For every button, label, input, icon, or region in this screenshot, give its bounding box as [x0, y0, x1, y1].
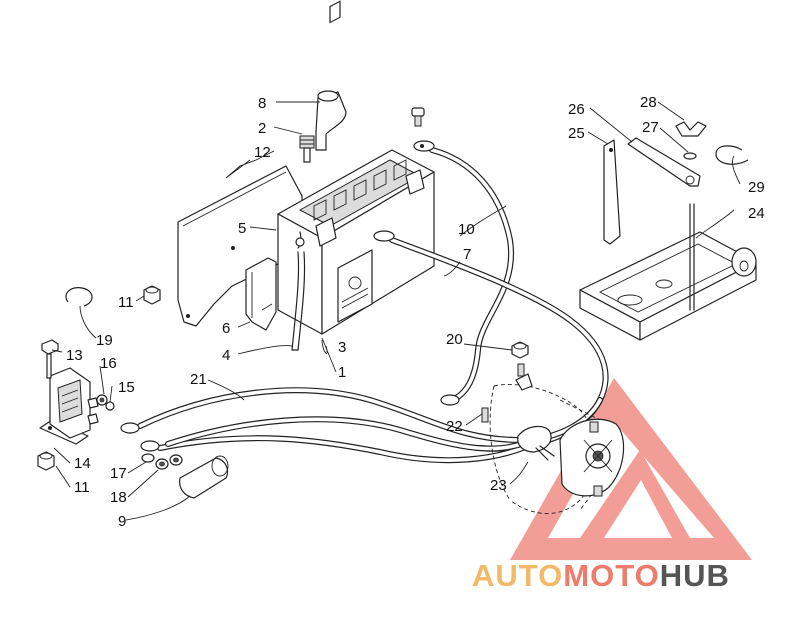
solenoid-boot: [179, 455, 229, 499]
callout-6: 6: [222, 320, 230, 337]
callout-27: 27: [642, 119, 659, 136]
callout-20: 20: [446, 331, 463, 348]
wing-nut: [675, 121, 707, 137]
callout-26: 26: [568, 101, 585, 118]
callout-12: 12: [254, 144, 271, 161]
callout-2: 2: [258, 120, 266, 137]
cable-5: [295, 231, 305, 249]
callout-24: 24: [748, 205, 765, 222]
terminal-post-22: [481, 363, 533, 423]
clip-ring-29: [715, 145, 749, 165]
watermark-wordmark: AUTOMOTOHUB: [472, 558, 730, 593]
nut-16: [96, 394, 108, 406]
terminal-bolt: [299, 135, 315, 163]
cable-screw: [411, 107, 425, 127]
callout-19: 19: [96, 332, 113, 349]
callout-4: 4: [222, 347, 230, 364]
callout-5: 5: [238, 220, 246, 237]
callout-14: 14: [74, 455, 91, 472]
starter-motor-outline: [489, 384, 625, 514]
callout-15: 15: [118, 379, 135, 396]
callout-22: 22: [446, 418, 463, 435]
battery: [277, 0, 435, 351]
hold-down-arm: [627, 137, 701, 187]
callout-3: 3: [338, 339, 346, 356]
washer-17: [141, 453, 155, 463]
terminal-boot: [315, 90, 347, 151]
nut-18: [155, 454, 183, 470]
washer-15: [105, 401, 115, 411]
solenoid-bolt: [41, 339, 59, 379]
callout-17: 17: [110, 465, 127, 482]
fuse-holder-23: [517, 425, 555, 461]
callout-8: 8: [258, 95, 266, 112]
callout-11-upper: 11: [118, 294, 134, 311]
leader-lines: [51, 101, 741, 521]
nut-11-lower: [37, 451, 55, 471]
washer-27: [683, 152, 697, 160]
nut-11-upper: [143, 285, 161, 305]
callout-28: 28: [640, 94, 657, 111]
watermark-auto: AUTO: [472, 558, 563, 593]
callout-13: 13: [66, 347, 83, 364]
mounting-bracket: [245, 257, 277, 331]
callout-10: 10: [458, 221, 475, 238]
watermark-hub: HUB: [660, 558, 730, 593]
callout-16: 16: [100, 355, 117, 372]
clip-ring-19: [65, 287, 93, 307]
callout-labels: 8 2 12 5 6 4 3 1 7 10 11 19 13 16 15 21 …: [66, 94, 765, 530]
callout-7: 7: [463, 246, 471, 263]
svg-text:AUTOMOTOHUB: AUTOMOTOHUB: [472, 558, 730, 593]
callout-23: 23: [490, 477, 507, 494]
cable-21: [120, 387, 603, 464]
solenoid: [39, 367, 99, 445]
callout-21: 21: [190, 371, 207, 388]
nut-20: [511, 341, 529, 359]
callout-11-lower: 11: [74, 479, 90, 496]
watermark-logo: [510, 378, 752, 560]
watermark-moto: MOTO: [563, 558, 659, 593]
callout-18: 18: [110, 489, 127, 506]
callout-29: 29: [748, 179, 765, 196]
battery-cover-plate: [177, 165, 304, 327]
callout-25: 25: [568, 125, 585, 142]
battery-tray: [579, 203, 757, 341]
callout-9: 9: [118, 513, 126, 530]
hold-down-strap: [603, 139, 621, 245]
callout-1: 1: [338, 364, 346, 381]
